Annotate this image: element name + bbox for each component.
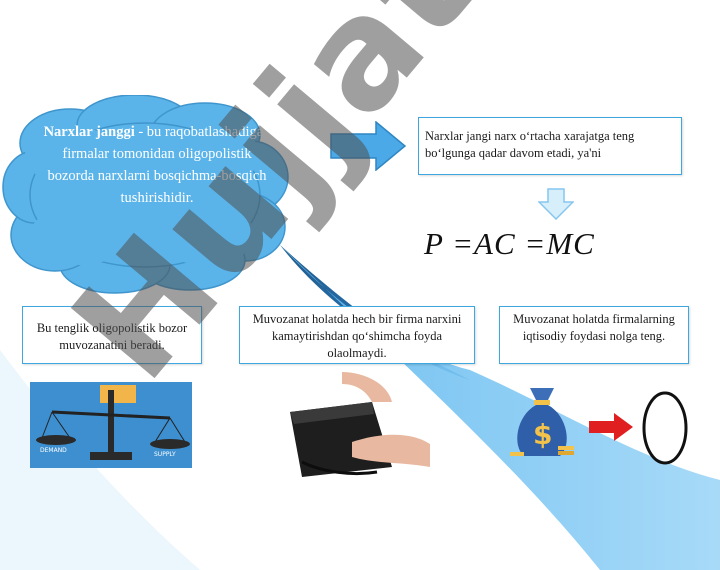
empty-wallet-icon bbox=[290, 372, 430, 477]
price-war-condition-text: Narxlar jangi narx o‘rtacha xarajatga te… bbox=[425, 129, 635, 160]
down-arrow-icon bbox=[538, 188, 574, 220]
cloud-shape bbox=[2, 94, 289, 294]
svg-text:$: $ bbox=[533, 418, 552, 451]
scales-icon: DEMAND SUPPLY bbox=[30, 382, 192, 468]
zero-profit-text: Muvozanat holatda firmalarning iqtisodiy… bbox=[513, 312, 675, 343]
no-extra-profit-box: Muvozanat holatda hech bir firma narxini… bbox=[239, 306, 475, 364]
price-war-condition-box: Narxlar jangi narx o‘rtacha xarajatga te… bbox=[418, 117, 682, 175]
scale-demand-label: DEMAND bbox=[40, 447, 67, 454]
no-extra-profit-text: Muvozanat holatda hech bir firma narxini… bbox=[252, 312, 462, 360]
cloud-term: Narxlar janggi bbox=[43, 124, 135, 140]
equilibrium-text: Bu tenglik oligopolistik bozor muvozanat… bbox=[36, 321, 188, 352]
equilibrium-box: Bu tenglik oligopolistik bozor muvozanat… bbox=[22, 306, 202, 364]
equilibrium-formula: P =AC =MC bbox=[424, 226, 595, 261]
definition-cloud: Narxlar janggi - bu raqobatlashadigan fi… bbox=[0, 94, 290, 295]
red-arrow-icon bbox=[589, 413, 633, 441]
right-arrow-icon bbox=[330, 121, 406, 171]
zero-ring-icon bbox=[642, 391, 688, 465]
cloud-definition-text: Narxlar janggi - bu raqobatlashadigan fi… bbox=[42, 121, 272, 209]
money-bag-icon: $ bbox=[510, 388, 574, 456]
cloud-definition: - bu raqobatlashadigan firmalar tomonida… bbox=[47, 124, 271, 206]
scale-supply-label: SUPPLY bbox=[154, 451, 176, 458]
zero-profit-box: Muvozanat holatda firmalarning iqtisodiy… bbox=[499, 306, 689, 364]
